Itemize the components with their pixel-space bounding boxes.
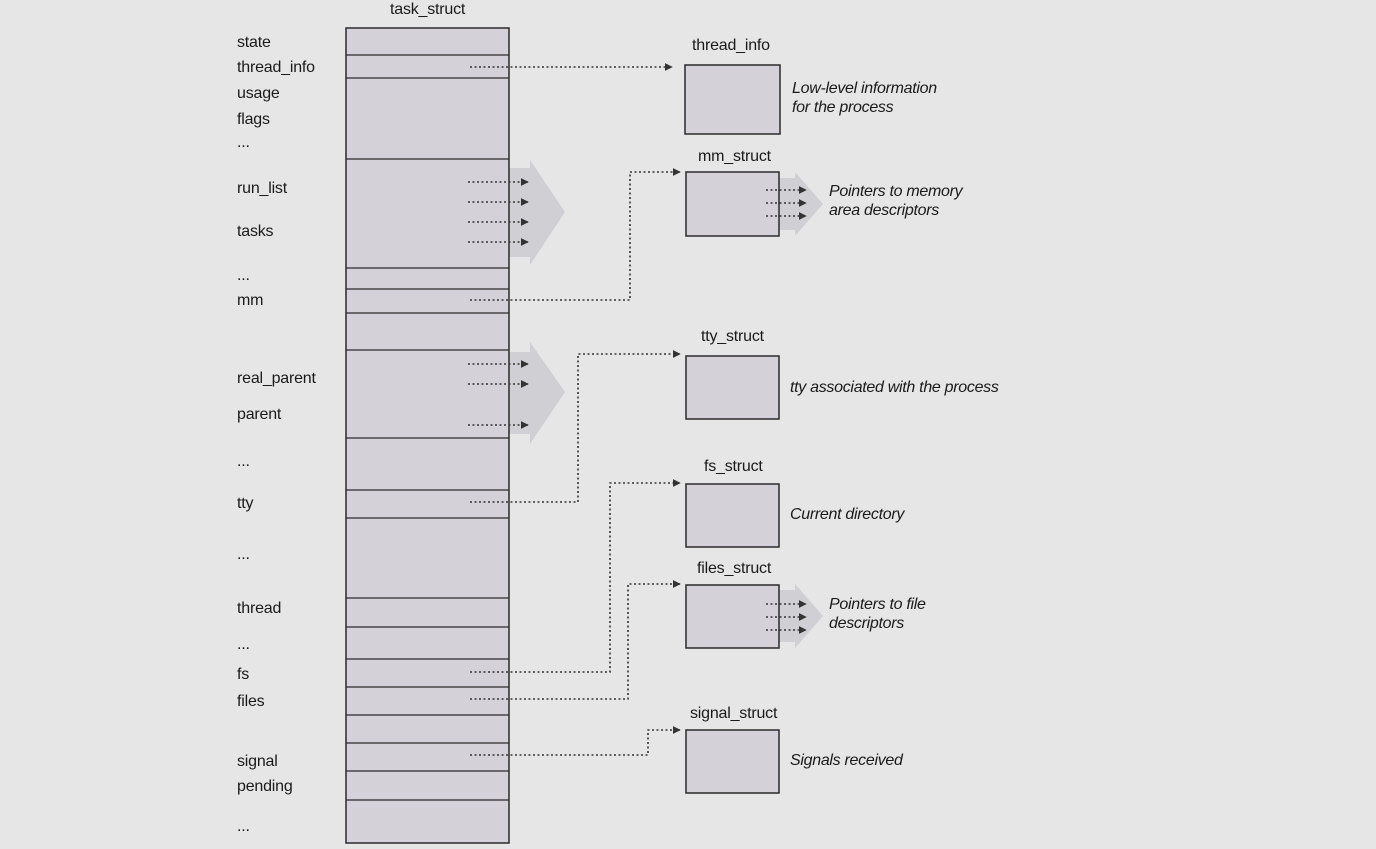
task-struct-dividers [346,54,509,801]
signal-pointer [470,726,681,756]
thread-info-desc-line-2: for the process [792,99,894,116]
thread-info-desc-line-1: Low-level information [792,80,937,97]
tty-pointer [470,350,681,503]
files-struct-title: files_struct [697,560,772,577]
field-ellipsis: ... [237,546,250,563]
field-state: state [237,34,271,51]
mm-wedge-arrow [779,172,823,236]
mm-struct-title: mm_struct [698,148,771,165]
field-real-parent: real_parent [237,370,316,387]
field-ellipsis: ... [237,636,250,653]
fs-struct-box [685,483,780,548]
field-ellipsis: ... [237,134,250,151]
list-wedge-arrow [509,160,565,265]
field-parent: parent [237,406,282,423]
fs-struct-title: fs_struct [704,458,763,475]
tty-struct-desc: tty associated with the process [790,379,999,396]
field-mm: mm [237,292,264,309]
mm-struct-box [685,171,780,237]
field-files: files [237,693,265,710]
parent-wedge-arrow [509,342,565,444]
field-fs: fs [237,666,250,683]
files-pointer [470,580,681,700]
tty-struct-title: tty_struct [701,328,764,345]
field-flags: flags [237,111,270,128]
field-ellipsis: ... [237,453,250,470]
mm-struct-desc-line-2: area descriptors [829,202,939,219]
signal-struct-title: signal_struct [690,705,778,722]
field-thread: thread [237,600,282,617]
files-struct-desc-line-1: Pointers to file [829,596,926,613]
thread-info-box [684,64,781,135]
field-pending: pending [237,778,293,795]
files-struct-desc-line-2: descriptors [829,615,904,632]
signal-struct-box [685,729,780,794]
field-ellipsis: ... [237,267,250,284]
fs-pointer [470,479,681,673]
mm-struct-desc-line-1: Pointers to memory [829,183,963,200]
task-struct-box [345,27,510,844]
field-tty: tty [237,495,254,512]
thread-info-title: thread_info [692,37,770,54]
files-struct-box [685,584,780,649]
field-thread-info: thread_info [237,59,315,76]
field-tasks: tasks [237,223,274,240]
field-ellipsis: ... [237,818,250,835]
files-wedge-arrow [779,584,823,648]
field-usage: usage [237,85,280,102]
signal-struct-desc: Signals received [790,752,903,769]
fs-struct-desc: Current directory [790,506,905,523]
tty-struct-box [685,355,780,420]
field-run-list: run_list [237,180,287,197]
task-struct-title: task_struct [390,1,466,18]
field-signal: signal [237,753,278,770]
pointer-arrows [468,63,807,756]
